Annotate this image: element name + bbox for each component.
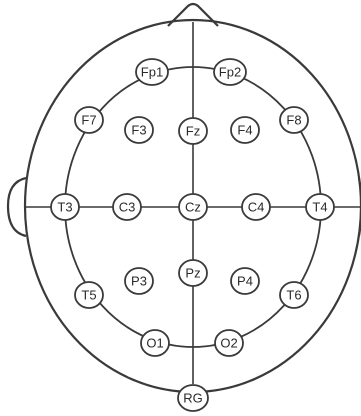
electrode-label: F8 (286, 113, 301, 128)
electrode-O2: O2 (215, 330, 243, 356)
electrode-label: O1 (146, 336, 163, 351)
electrode-Cz: Cz (179, 194, 207, 220)
electrode-T3: T3 (51, 194, 79, 220)
electrode-C3: C3 (113, 194, 141, 220)
electrode-T4: T4 (306, 194, 334, 220)
electrode-label: Fz (186, 124, 200, 139)
electrode-F7: F7 (75, 107, 103, 133)
electrode-O1: O1 (141, 330, 169, 356)
electrode-F4: F4 (231, 117, 259, 143)
electrode-label: T4 (312, 200, 327, 215)
electrode-label: C4 (248, 200, 265, 215)
electrode-label: F7 (81, 113, 96, 128)
electrode-label: T6 (286, 288, 301, 303)
electrode-label: Fp1 (141, 65, 163, 80)
electrode-label: O2 (220, 336, 237, 351)
electrode-T6: T6 (280, 282, 308, 308)
electrode-label: RG (183, 391, 203, 406)
electrode-label: F4 (237, 123, 252, 138)
electrode-label: T5 (81, 288, 96, 303)
electrode-C4: C4 (242, 194, 270, 220)
electrode-Fz: Fz (179, 118, 207, 144)
electrode-Fp2: Fp2 (214, 59, 246, 85)
electrode-label: F3 (131, 123, 146, 138)
electrode-F3: F3 (125, 117, 153, 143)
electrode-Pz: Pz (179, 260, 207, 286)
electrode-label: C3 (119, 200, 136, 215)
electrode-label: T3 (57, 200, 72, 215)
electrode-P3: P3 (125, 268, 153, 294)
electrode-T5: T5 (75, 282, 103, 308)
electrode-F8: F8 (280, 107, 308, 133)
electrode-label: Cz (185, 200, 201, 215)
left-ear-outline (8, 178, 26, 236)
electrode-Fp1: Fp1 (136, 59, 168, 85)
electrode-RG: RG (178, 385, 208, 411)
electrode-P4: P4 (231, 268, 259, 294)
electrode-label: P4 (237, 274, 253, 289)
electrode-label: Pz (185, 266, 200, 281)
electrode-label: Fp2 (219, 65, 241, 80)
electrode-label: P3 (131, 274, 147, 289)
